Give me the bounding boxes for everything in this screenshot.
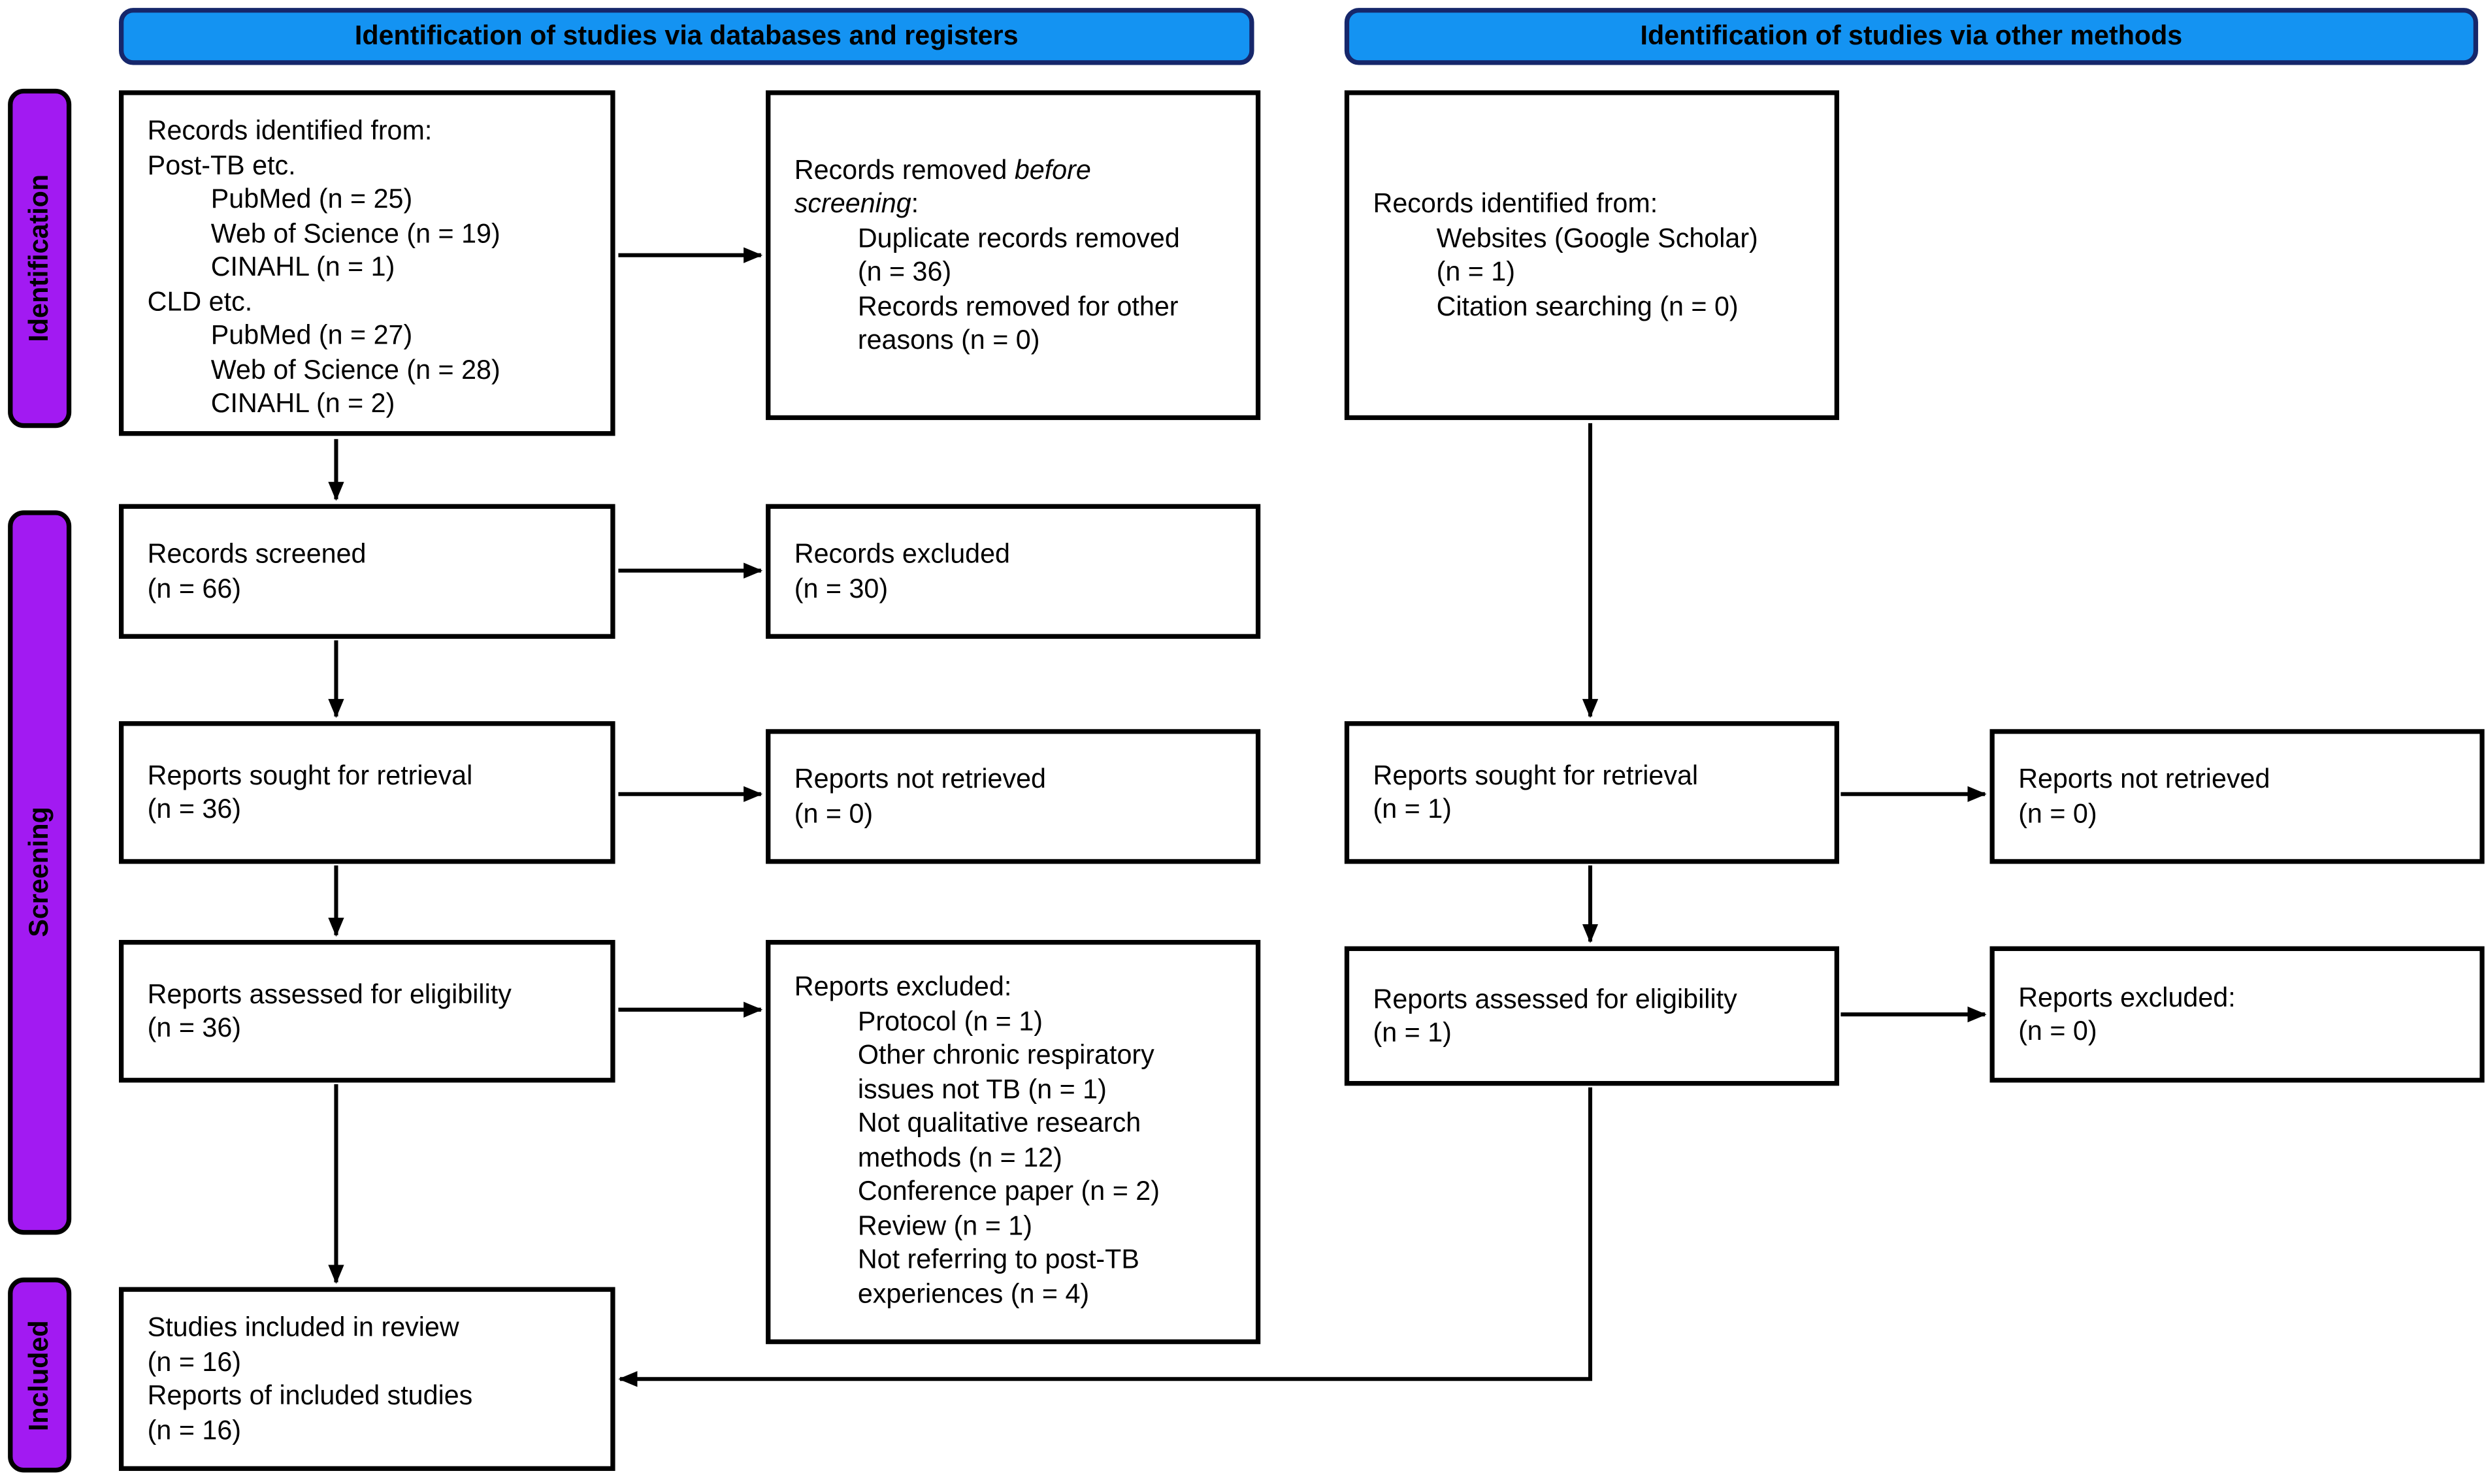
box-reports-sought-databases: Reports sought for retrieval (n = 36) [119, 721, 615, 864]
box-line: (n = 0) [2018, 798, 2097, 828]
box-line: Records screened [147, 539, 367, 570]
box-line: Records excluded [794, 539, 1010, 570]
box-line: Web of Science (n = 28) [210, 354, 500, 385]
box-line: Studies included in review [147, 1312, 459, 1343]
box-line: Conference paper (n = 2) [857, 1176, 1160, 1206]
box-reports-assessed-other-text: Reports assessed for eligibility(n = 1) [1373, 982, 1822, 1050]
box-reports-assessed-other: Reports assessed for eligibility(n = 1) [1344, 946, 1839, 1086]
header-databases-registers: Identification of studies via databases … [119, 8, 1254, 65]
box-line: (n = 16) [147, 1414, 242, 1445]
box-reports-not-retrieved-other-text: Reports not retrieved (n = 0) [2018, 762, 2467, 830]
box-line: Reports of included studies [147, 1380, 473, 1411]
box-line: screening: [794, 188, 919, 219]
box-line: PubMed (n = 27) [210, 320, 413, 351]
box-reports-assessed-databases-text: Reports assessed for eligibility(n = 36) [148, 977, 598, 1045]
box-line: Reports excluded: [2018, 982, 2236, 1012]
box-records-identified-databases-text: Records identified from: Post-TB etc. PubM… [148, 114, 598, 421]
box-line: Review (n = 1) [857, 1210, 1032, 1240]
stage-screening: Screening [8, 510, 72, 1235]
box-line: Protocol (n = 1) [857, 1005, 1043, 1036]
box-reports-excluded-other-text: Reports excluded: (n = 0) [2018, 980, 2467, 1048]
box-line: Not qualitative research [857, 1108, 1141, 1138]
box-reports-excluded-databases-text: Reports excluded:Protocol (n = 1)Other c… [794, 970, 1243, 1311]
box-line: (n = 36) [147, 794, 242, 824]
box-line: Not referring to post-TB [857, 1244, 1139, 1275]
box-line: (n = 16) [147, 1346, 242, 1377]
box-records-identified-other: Records identified from:Websites (Google… [1344, 90, 1839, 421]
box-reports-not-retrieved-databases: Reports not retrieved (n = 0) [766, 729, 1261, 864]
box-line: issues not TB (n = 1) [857, 1074, 1107, 1105]
box-line: (n = 30) [794, 573, 889, 604]
box-line: Records removed for other [857, 291, 1179, 321]
box-line: Records identified from: [147, 116, 433, 146]
box-line: CINAHL (n = 1) [210, 251, 395, 282]
box-line: (n = 0) [2018, 1016, 2097, 1046]
arrow-assessed-other-to-included [618, 1087, 1593, 1387]
box-studies-included: Studies included in review(n = 16)Report… [119, 1287, 615, 1471]
box-line: Citation searching (n = 0) [1436, 291, 1739, 321]
box-line: Other chronic respiratory [857, 1039, 1154, 1071]
header-other-methods: Identification of studies via other meth… [1344, 8, 2478, 65]
box-line: Reports assessed for eligibility [147, 978, 512, 1009]
box-records-excluded-text: Records excluded(n = 30) [794, 538, 1243, 605]
box-line: Reports excluded: [794, 971, 1012, 1002]
box-line: (n = 1) [1373, 1017, 1452, 1048]
box-records-excluded: Records excluded(n = 30) [766, 504, 1261, 639]
box-records-identified-other-text: Records identified from:Websites (Google… [1373, 187, 1822, 323]
box-line: (n = 1) [1436, 257, 1515, 287]
box-reports-sought-other: Reports sought for retrieval (n = 1) [1344, 721, 1839, 864]
box-line: Records removed before [794, 154, 1091, 185]
box-records-screened-text: Records screened(n = 66) [148, 538, 598, 605]
box-reports-sought-other-text: Reports sought for retrieval (n = 1) [1373, 758, 1822, 826]
box-line: experiences (n = 4) [857, 1278, 1090, 1309]
box-line: CINAHL (n = 2) [210, 388, 395, 419]
box-reports-excluded-other: Reports excluded: (n = 0) [1989, 946, 2485, 1083]
box-line: (n = 0) [794, 798, 874, 828]
box-line: Reports not retrieved [794, 764, 1047, 794]
box-line: (n = 66) [147, 573, 242, 604]
box-line: (n = 1) [1373, 794, 1452, 824]
box-records-identified-databases: Records identified from: Post-TB etc. PubM… [119, 90, 615, 436]
box-line: CLD etc. [147, 286, 253, 317]
box-line: PubMed (n = 25) [210, 184, 413, 214]
box-line: Duplicate records removed [857, 222, 1180, 253]
stage-identification: Identification [8, 88, 72, 428]
box-line: Web of Science (n = 19) [210, 218, 500, 248]
box-line: (n = 36) [857, 257, 952, 287]
box-reports-assessed-databases: Reports assessed for eligibility(n = 36) [119, 940, 615, 1083]
box-studies-included-text: Studies included in review(n = 16)Report… [148, 1311, 598, 1447]
box-reports-sought-databases-text: Reports sought for retrieval (n = 36) [148, 758, 598, 826]
box-reports-not-retrieved-databases-text: Reports not retrieved (n = 0) [794, 762, 1243, 830]
box-line: Reports sought for retrieval [147, 760, 473, 790]
box-line: Reports not retrieved [2018, 764, 2270, 794]
box-line: reasons (n = 0) [857, 325, 1040, 355]
box-line: Post-TB etc. [147, 150, 296, 180]
box-line: (n = 36) [147, 1012, 242, 1043]
box-reports-excluded-databases: Reports excluded:Protocol (n = 1)Other c… [766, 940, 1261, 1344]
box-line: Websites (Google Scholar) [1436, 222, 1758, 253]
header-databases-label: Identification of studies via databases … [354, 20, 1019, 51]
box-line: methods (n = 12) [857, 1142, 1062, 1172]
box-line: Records identified from: [1373, 188, 1658, 219]
stage-included: Included [8, 1277, 72, 1473]
header-other-label: Identification of studies via other meth… [1640, 20, 2183, 51]
box-reports-not-retrieved-other: Reports not retrieved (n = 0) [1989, 729, 2485, 864]
box-line: Reports assessed for eligibility [1373, 983, 1737, 1014]
box-records-screened: Records screened(n = 66) [119, 504, 615, 639]
box-line: Reports sought for retrieval [1373, 760, 1699, 790]
